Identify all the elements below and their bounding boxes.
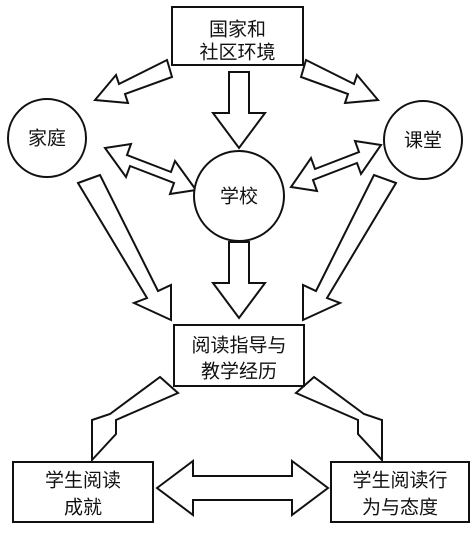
arrow-classroom-to-instruction xyxy=(302,173,398,322)
achievement-box xyxy=(12,461,154,523)
arrows xyxy=(76,58,398,517)
instruction-label-line2: 教学经历 xyxy=(201,361,277,383)
instruction-label-line1: 阅读指导与 xyxy=(191,335,286,357)
behavior-label-line2: 为与态度 xyxy=(362,497,438,519)
arrow-achievement-behavior-bidirectional xyxy=(155,459,330,517)
behavior-box xyxy=(330,461,470,523)
community-label-line2: 社区环境 xyxy=(199,42,275,64)
school-circle xyxy=(193,150,285,242)
node-school: 学校 xyxy=(193,150,285,242)
node-achievement: 学生阅读 成就 xyxy=(12,461,154,523)
community-box xyxy=(171,6,304,66)
community-label-line1: 国家和 xyxy=(209,19,266,41)
arrow-instruction-to-behavior xyxy=(294,375,383,463)
node-community: 国家和 社区环境 xyxy=(171,6,304,66)
arrow-community-to-classroom xyxy=(299,58,380,105)
classroom-circle xyxy=(383,100,463,180)
node-instruction: 阅读指导与 教学经历 xyxy=(173,324,305,387)
school-label: 学校 xyxy=(220,186,258,208)
achievement-label-line2: 成就 xyxy=(64,497,102,519)
family-label: 家庭 xyxy=(28,128,66,150)
classroom-label: 课堂 xyxy=(404,130,442,152)
arrow-family-school-bidirectional xyxy=(103,142,198,196)
arrow-classroom-school-bidirectional xyxy=(289,139,383,193)
node-behavior: 学生阅读行 为与态度 xyxy=(330,461,470,523)
achievement-label-line1: 学生阅读 xyxy=(45,470,121,492)
instruction-box xyxy=(173,324,305,387)
arrow-school-to-instruction xyxy=(211,241,267,320)
behavior-label-line1: 学生阅读行 xyxy=(352,470,447,492)
node-classroom: 课堂 xyxy=(383,100,463,180)
node-family: 家庭 xyxy=(7,98,87,178)
arrow-family-to-instruction xyxy=(76,173,172,322)
arrow-community-to-school xyxy=(211,71,267,150)
arrow-community-to-family xyxy=(93,58,174,105)
arrow-instruction-to-achievement xyxy=(91,375,180,463)
family-circle xyxy=(7,98,87,178)
